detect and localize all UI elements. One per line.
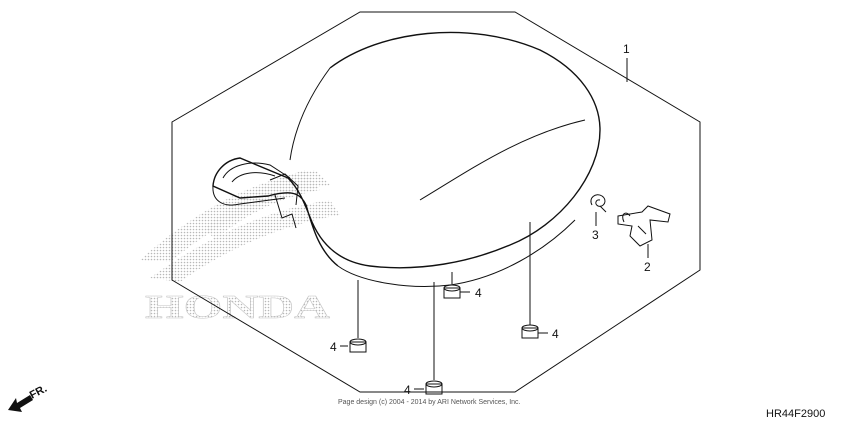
seat-assembly [212,31,601,287]
assembly-frame [171,11,701,393]
callout-2: 2 [644,260,651,274]
part-4-cushion-c [521,222,539,339]
callout-4c: 4 [552,327,559,341]
honda-wing-watermark [140,170,340,282]
part-2-bracket [617,205,671,247]
callout-4a: 4 [330,340,337,354]
copyright-notice: Page design (c) 2004 - 2014 by ARI Netwo… [338,399,521,406]
callout-1: 1 [623,42,630,56]
front-direction-label: FR. [28,383,49,402]
part-4-cushion-d [425,282,443,395]
part-4-cushion-b [443,272,461,299]
callout-4d: 4 [404,383,411,397]
part-3-spring [590,194,607,213]
diagram-code: HR44F2900 [766,408,825,420]
front-direction-arrow-icon [8,395,33,412]
callout-3: 3 [592,228,599,242]
part-4-cushion-a [349,280,367,353]
honda-logo-watermark: HONDA [145,289,331,326]
callout-4b: 4 [475,286,482,300]
